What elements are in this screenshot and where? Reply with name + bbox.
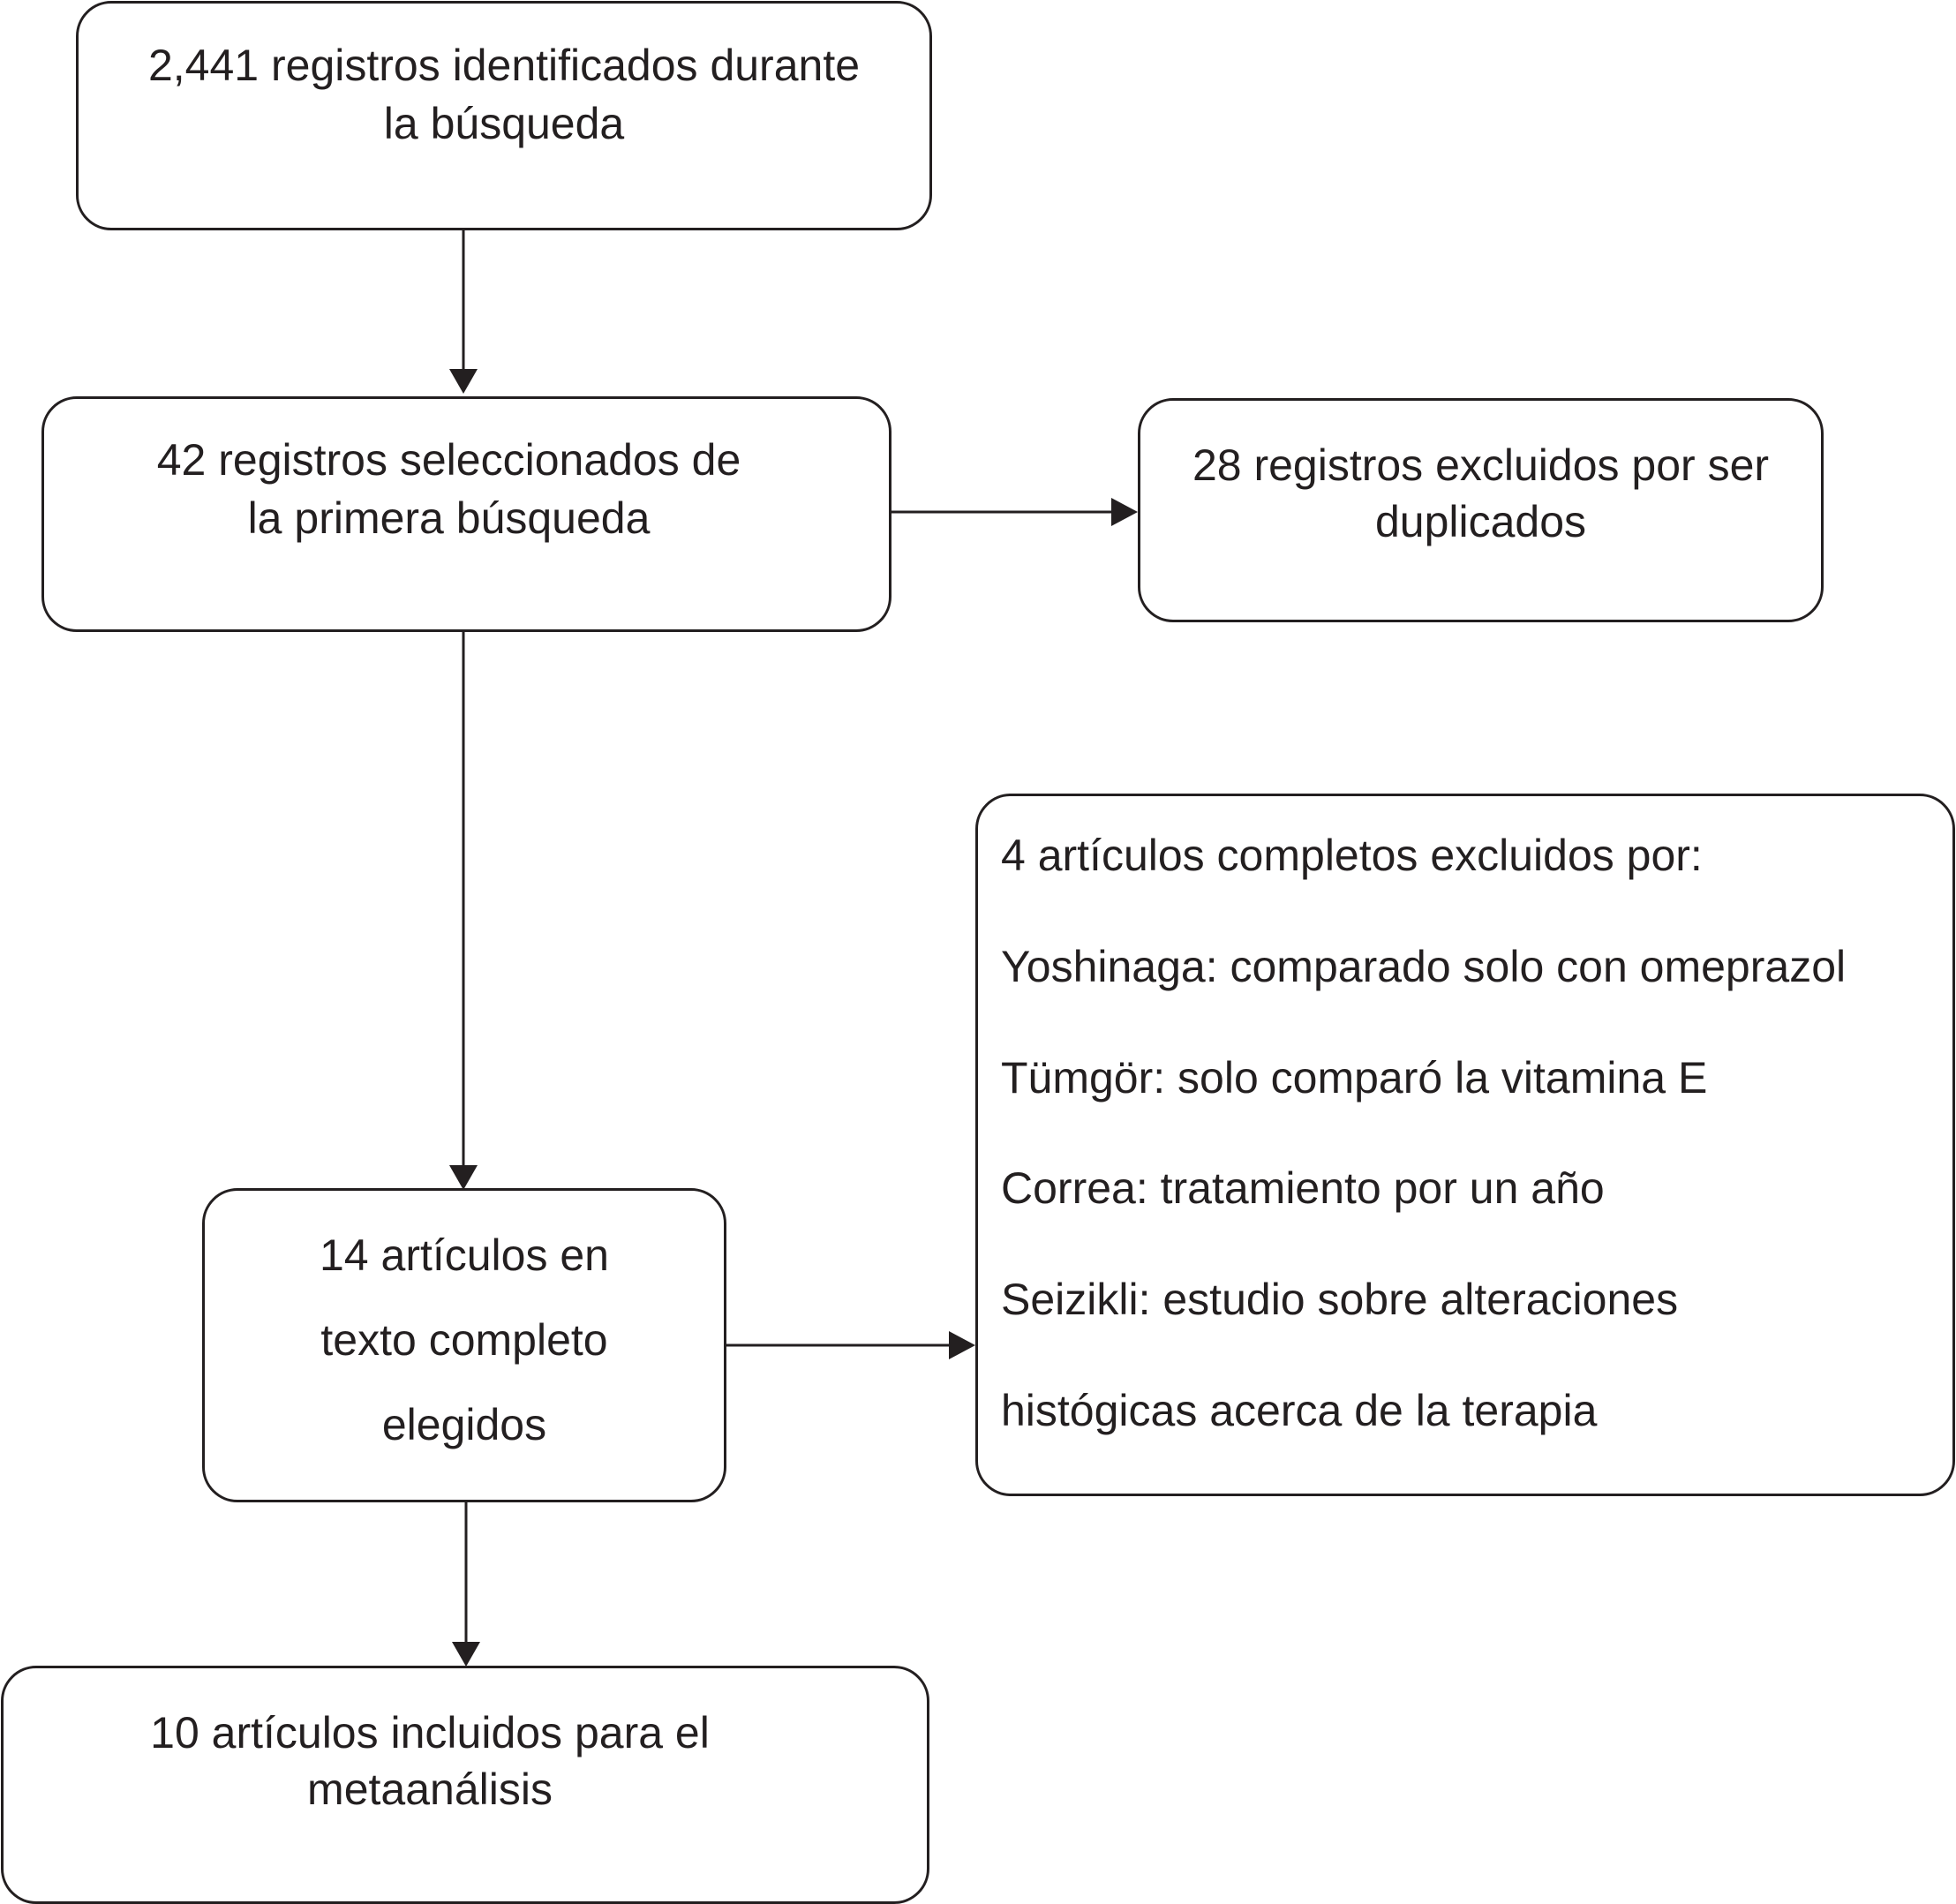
fulltext-excluded-reason-yoshinaga: Yoshinaga: comparado solo con omeprazol [1001,942,1847,991]
fulltext-eligible-box: 14 artículos en texto completo elegidos [202,1188,726,1502]
fulltext-excluded-box: 4 artículos completos excluidos por: Yos… [975,794,1955,1496]
records-screened-line-2: la primera búsqueda [247,493,651,543]
duplicates-excluded-line-1: 28 registros excluidos por ser [1192,440,1770,490]
fulltext-excluded-reason-seizikli-cont: histógicas acerca de la terapia [1001,1386,1598,1435]
arrowhead-fulltext-to-excluded [949,1331,975,1359]
included-articles-line-2: metaanálisis [307,1765,553,1814]
fulltext-excluded-reason-correa: Correa: tratamiento por un año [1001,1163,1605,1213]
duplicates-excluded-line-2: duplicados [1374,497,1587,546]
records-identified-line-1: 2,441 registros identificados durante [147,41,861,90]
fulltext-excluded-reason-seizikli: Seizikli: estudio sobre alteraciones [1001,1275,1679,1324]
included-articles-box: 10 artículos incluidos para el metaanáli… [1,1666,929,1904]
arrowhead-screened-to-fulltext [449,1165,478,1190]
fulltext-eligible-line-1: 14 artículos en [320,1230,609,1280]
records-identified-box: 2,441 registros identificados durante la… [76,1,932,230]
fulltext-excluded-reason-tumgor: Tümgör: solo comparó la vitamina E [1001,1053,1708,1103]
arrowhead-identified-to-screened [449,369,478,394]
included-articles-line-1: 10 artículos incluidos para el [150,1708,710,1757]
arrowhead-fulltext-to-included [452,1642,480,1667]
records-identified-line-2: la búsqueda [383,99,625,148]
fulltext-eligible-line-3: elegidos [381,1400,547,1449]
fulltext-excluded-heading: 4 artículos completos excluidos por: [1001,831,1703,880]
records-screened-line-1: 42 registros seleccionados de [156,435,741,485]
duplicates-excluded-box: 28 registros excluidos por ser duplicado… [1138,398,1824,622]
records-screened-box: 42 registros seleccionados de la primera… [41,396,891,632]
fulltext-eligible-line-2: texto completo [320,1315,608,1365]
arrowhead-screened-to-duplicates [1111,498,1138,526]
